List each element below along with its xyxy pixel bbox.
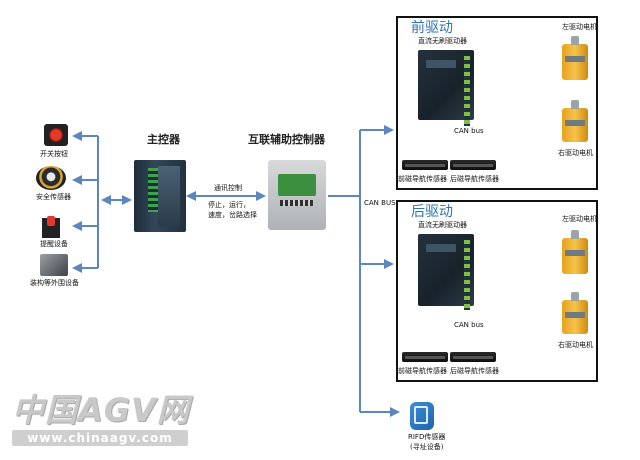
rear-rear-sensor-image	[450, 352, 496, 362]
can-bus-main-label: CAN BUS	[364, 199, 396, 207]
front-driver-image	[418, 50, 474, 126]
rear-front-sensor-image	[402, 352, 448, 362]
front-right-motor-image	[562, 100, 588, 142]
rear-right-motor-label: 右驱动电机	[558, 341, 593, 349]
rear-drive-title: 后驱动	[411, 204, 453, 220]
rfid-label-line1: RIFD传感器	[408, 433, 446, 441]
watermark-logo: 中国AGV网	[12, 391, 190, 429]
front-rear-sensor-image	[450, 160, 496, 170]
rfid-label-line2: (寻址设备)	[410, 443, 444, 451]
rear-left-motor-label: 左驱动电机	[562, 215, 597, 223]
peripheral-device-label: 装构等外围设备	[30, 279, 79, 287]
safety-sensor-image	[36, 166, 66, 190]
rfid-sensor-image	[410, 402, 434, 430]
front-driver-label: 直流无刷驱动器	[418, 37, 467, 45]
comm-control-label: 通讯控制	[214, 184, 242, 192]
front-front-sensor-image	[402, 160, 448, 170]
rear-right-motor-image	[562, 292, 588, 334]
alarm-device-image	[42, 216, 60, 238]
front-front-sensor-label: 前磁导航传感器	[398, 175, 447, 183]
alarm-device-label: 提醒设备	[40, 240, 68, 248]
hub-controller-image	[268, 160, 326, 230]
rear-drive-frame	[396, 200, 598, 382]
watermark-url: www.chinaagv.com	[12, 430, 188, 446]
front-left-motor-label: 左驱动电机	[562, 23, 597, 31]
front-can-bus-label: CAN bus	[454, 127, 484, 135]
front-rear-sensor-label: 后磁导航传感器	[450, 175, 499, 183]
rear-front-sensor-label: 前磁导航传感器	[398, 367, 447, 375]
rear-left-motor-image	[562, 230, 588, 274]
front-left-motor-image	[562, 36, 588, 80]
front-right-motor-label: 右驱动电机	[558, 149, 593, 157]
hub-title: 互联辅助控制器	[248, 133, 325, 146]
safety-sensor-label: 安全传感器	[36, 193, 71, 201]
rear-driver-image	[418, 234, 474, 310]
estop-label: 开关按钮	[40, 150, 68, 158]
rear-rear-sensor-label: 后磁导航传感器	[450, 367, 499, 375]
main-controller-title: 主控器	[147, 133, 180, 146]
comm-desc-line2: 速度，岔路选择	[208, 211, 257, 219]
comm-desc-line1: 停止，运行，	[208, 201, 250, 209]
rear-can-bus-label: CAN bus	[454, 321, 484, 329]
rear-driver-label: 直流无刷驱动器	[418, 221, 467, 229]
main-controller-image	[134, 160, 186, 232]
peripheral-device-image	[40, 254, 68, 276]
front-drive-title: 前驱动	[411, 20, 453, 36]
estop-button-image	[44, 124, 68, 146]
